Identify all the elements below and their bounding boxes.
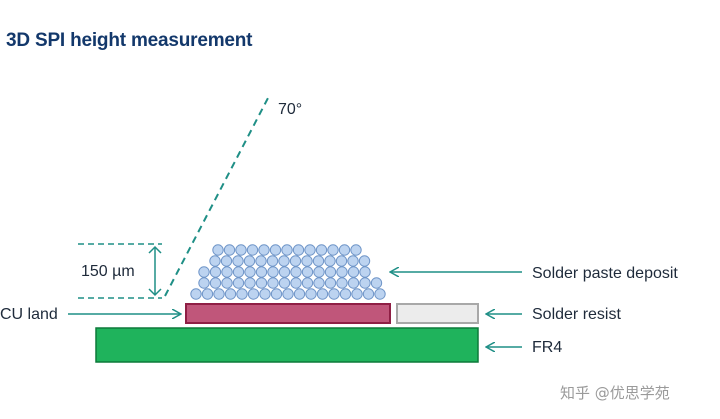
height-label: 150 µm	[81, 263, 135, 280]
cu-land-label: CU land	[0, 306, 58, 323]
solder-sphere	[198, 277, 210, 289]
solder-sphere	[338, 244, 351, 256]
solder-sphere	[301, 277, 314, 289]
solder-sphere	[289, 255, 302, 267]
solder-sphere	[209, 277, 222, 289]
solder-sphere	[336, 266, 348, 278]
solder-sphere	[278, 255, 290, 267]
page-title: 3D SPI height measurement	[6, 30, 253, 51]
solder-sphere	[282, 288, 294, 300]
solder-sphere	[232, 266, 245, 278]
solder-paste-label: Solder paste deposit	[532, 265, 678, 282]
solder-sphere	[312, 255, 325, 267]
solder-sphere	[223, 244, 236, 256]
solder-sphere	[301, 266, 314, 278]
solder-sphere	[347, 277, 360, 289]
solder-sphere	[213, 288, 225, 300]
solder-sphere	[221, 277, 233, 289]
solder-sphere	[350, 244, 362, 256]
solder-sphere	[244, 266, 256, 278]
solder-sphere	[235, 244, 247, 256]
solder-sphere	[190, 288, 202, 300]
solder-sphere	[339, 288, 352, 300]
projection-angle-line	[164, 97, 269, 297]
solder-sphere	[255, 255, 267, 267]
solder-sphere	[278, 266, 291, 278]
solder-sphere	[324, 255, 336, 267]
solder-sphere	[359, 277, 371, 289]
solder-resist-block	[396, 303, 479, 324]
fr4-label: FR4	[532, 339, 562, 356]
solder-sphere	[336, 277, 348, 289]
solder-sphere	[324, 277, 337, 289]
solder-sphere	[328, 288, 340, 300]
solder-sphere	[198, 266, 210, 278]
solder-sphere	[221, 266, 233, 278]
solder-sphere	[290, 277, 302, 289]
solder-sphere	[247, 288, 260, 300]
solder-sphere	[315, 244, 328, 256]
fr4-board	[95, 327, 479, 363]
solder-sphere	[246, 244, 259, 256]
solder-sphere	[290, 266, 302, 278]
solder-sphere	[324, 266, 337, 278]
solder-sphere	[293, 288, 306, 300]
solder-sphere	[304, 244, 316, 256]
solder-sphere	[347, 266, 360, 278]
solder-sphere	[327, 244, 339, 256]
solder-sphere	[258, 244, 270, 256]
solder-sphere	[370, 277, 383, 289]
solder-sphere	[224, 288, 237, 300]
solder-sphere	[244, 277, 256, 289]
solder-sphere	[358, 255, 371, 267]
solder-sphere	[301, 255, 313, 267]
solder-sphere	[281, 244, 293, 256]
solder-sphere	[212, 244, 224, 256]
solder-sphere	[267, 266, 279, 278]
solder-sphere	[266, 255, 279, 267]
solder-sphere	[362, 288, 375, 300]
solder-paste-deposit	[190, 244, 386, 300]
solder-sphere	[267, 277, 279, 289]
solder-sphere	[236, 288, 248, 300]
solder-sphere	[209, 255, 221, 267]
solder-sphere	[220, 255, 233, 267]
solder-sphere	[351, 288, 363, 300]
solder-sphere	[209, 266, 222, 278]
solder-sphere	[292, 244, 305, 256]
solder-sphere	[316, 288, 329, 300]
solder-sphere	[232, 277, 245, 289]
solder-sphere	[232, 255, 244, 267]
solder-sphere	[347, 255, 359, 267]
solder-sphere	[359, 266, 371, 278]
solder-resist-label: Solder resist	[532, 306, 621, 323]
solder-sphere	[269, 244, 282, 256]
height-dimension-arrow	[148, 245, 162, 297]
solder-sphere	[305, 288, 317, 300]
watermark: 知乎 @优思学苑	[560, 384, 670, 402]
solder-sphere	[243, 255, 256, 267]
solder-sphere	[201, 288, 214, 300]
solder-sphere	[313, 277, 325, 289]
solder-sphere	[255, 277, 268, 289]
cu-land-pad	[185, 303, 391, 324]
angle-label: 70°	[278, 101, 302, 118]
solder-sphere	[259, 288, 271, 300]
solder-sphere	[374, 288, 386, 300]
solder-sphere	[255, 266, 268, 278]
solder-sphere	[313, 266, 325, 278]
solder-sphere	[270, 288, 283, 300]
solder-sphere	[335, 255, 348, 267]
solder-sphere	[278, 277, 291, 289]
